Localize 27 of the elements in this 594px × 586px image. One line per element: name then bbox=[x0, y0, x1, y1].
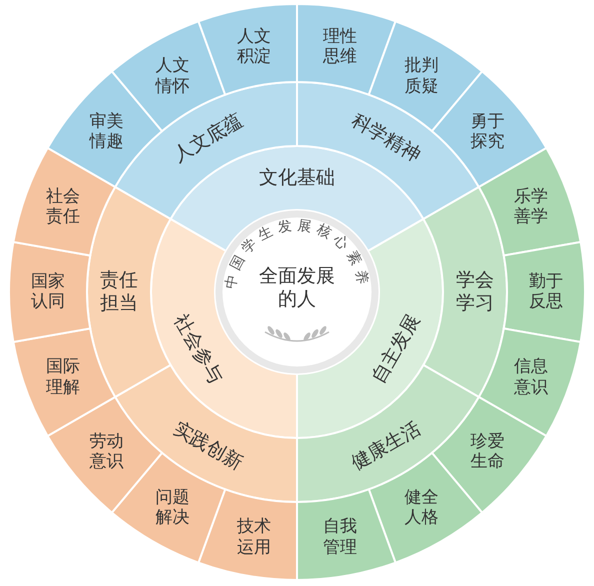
segment-label: 实践创新 bbox=[169, 417, 247, 475]
segment-label: 珍爱生命 bbox=[470, 432, 506, 472]
segment-label: 信息意识 bbox=[513, 356, 549, 398]
segment-label: 科学精神 bbox=[347, 108, 425, 167]
segment-label: 勇于探究 bbox=[470, 112, 506, 152]
segment-label: 健全人格 bbox=[404, 487, 440, 528]
segment-label: 问题解决 bbox=[154, 487, 190, 528]
segment-label: 社会责任 bbox=[45, 186, 81, 228]
segment-label: 自主发展 bbox=[366, 310, 425, 388]
segment-label: 乐学善学 bbox=[513, 186, 549, 228]
segment-label: 国际理解 bbox=[45, 356, 81, 398]
segment-label: 劳动意识 bbox=[88, 432, 124, 472]
segment-label: 责任担当 bbox=[99, 269, 139, 315]
segment-label: 技术运用 bbox=[236, 516, 272, 558]
segment-label: 学会学习 bbox=[455, 269, 495, 315]
segment-label: 勤于反思 bbox=[528, 272, 564, 312]
segment-label: 人文情怀 bbox=[154, 56, 190, 97]
segment-label: 文化基础 bbox=[259, 166, 335, 190]
segment-label: 国家认同 bbox=[30, 272, 66, 312]
segment-label: 人文底蕴 bbox=[169, 108, 247, 167]
segment-label: 健康生活 bbox=[347, 417, 425, 475]
segment-label: 人文积淀 bbox=[236, 26, 272, 68]
segment-label: 自我管理 bbox=[322, 516, 358, 558]
segment-label: 理性思维 bbox=[322, 26, 358, 68]
segment-label: 社会参与 bbox=[169, 310, 228, 388]
segment-label: 审美情趣 bbox=[88, 112, 124, 152]
segment-label: 批判质疑 bbox=[404, 56, 440, 97]
